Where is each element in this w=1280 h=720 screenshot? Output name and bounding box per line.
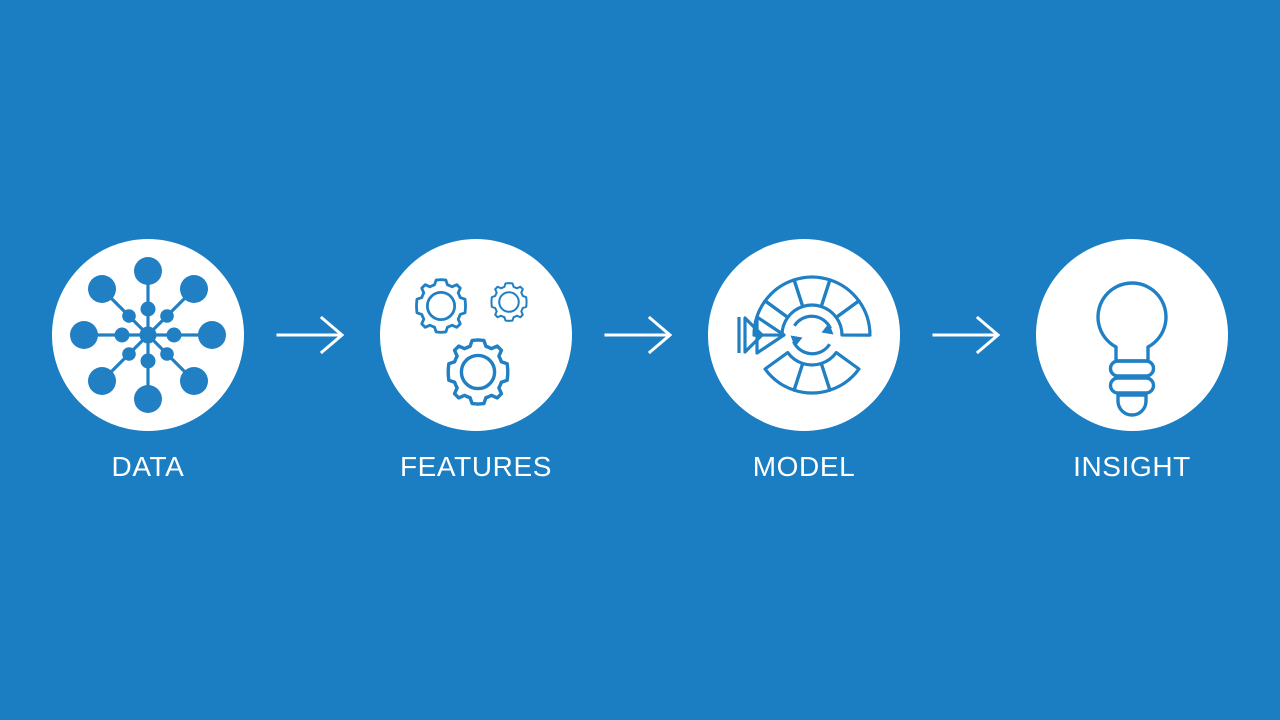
arrow-right-icon — [932, 315, 1001, 355]
model-wheel-icon — [737, 275, 872, 395]
step-label-data: DATA — [111, 451, 185, 482]
process-step-data[interactable]: DATA — [52, 239, 244, 481]
step-icon-disc — [708, 239, 900, 431]
step-icon-disc — [380, 239, 572, 431]
step-label-model: MODEL — [752, 451, 856, 482]
step-label-features: FEATURES — [399, 451, 553, 482]
gears-icon — [415, 278, 528, 406]
network-nodes-icon — [70, 257, 226, 413]
connector-data-to-features — [244, 315, 380, 355]
process-step-insight[interactable]: INSIGHT — [1036, 239, 1228, 481]
step-icon-disc — [1036, 239, 1228, 431]
step-icon-disc — [52, 239, 244, 431]
process-step-model[interactable]: MODEL — [708, 239, 900, 481]
process-step-features[interactable]: FEATURES — [380, 239, 572, 481]
step-label-insight: INSIGHT — [1073, 451, 1191, 482]
lightbulb-icon — [1096, 281, 1168, 417]
connector-features-to-model — [572, 315, 708, 355]
connector-model-to-insight — [900, 315, 1036, 355]
arrow-right-icon — [276, 315, 345, 355]
arrow-right-icon — [604, 315, 673, 355]
